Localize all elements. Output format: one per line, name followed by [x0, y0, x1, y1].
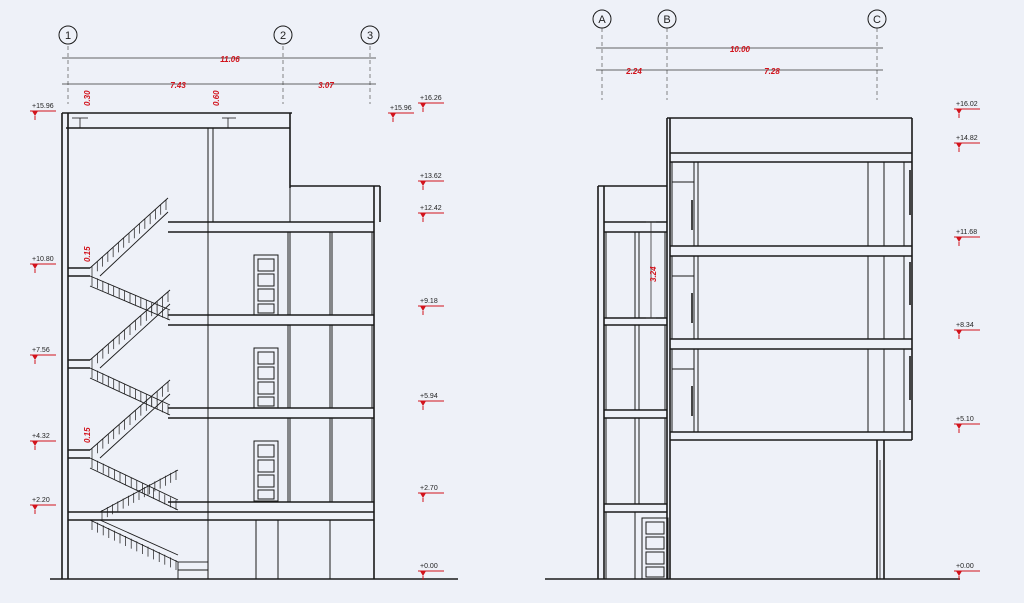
level-marker: +5.94: [418, 393, 444, 410]
level-triangle: [420, 213, 426, 218]
level-triangle: [420, 306, 426, 311]
right-section: [545, 28, 960, 580]
level-triangle: [420, 103, 426, 108]
level-markers: +15.96 +10.80 +7.56 +4.32 +2.20 +15.96 +16.26 +…: [30, 95, 980, 580]
dim-floor-height: 3.24: [649, 266, 658, 282]
level-triangle: [32, 355, 38, 360]
level-label: +2.20: [32, 497, 50, 504]
level-marker: +5.10: [954, 416, 980, 433]
level-label: +16.02: [956, 101, 978, 108]
level-marker: +15.96: [388, 105, 414, 122]
level-marker: +7.56: [30, 347, 56, 364]
right-grid-lines: [601, 28, 878, 100]
level-marker: +2.20: [30, 497, 56, 514]
dim-total: 10.00: [730, 45, 751, 54]
dim-total: 11.06: [220, 55, 240, 64]
right-floor-slabs: [604, 152, 912, 513]
left-floor-slabs: [68, 221, 374, 521]
level-label: +4.32: [32, 433, 50, 440]
level-triangle: [420, 401, 426, 406]
dim-span-23: 3.07: [318, 81, 334, 90]
level-marker: +0.00: [954, 563, 980, 580]
level-marker: +15.96: [30, 103, 56, 120]
level-label: +2.70: [420, 485, 438, 492]
right-dimension-lines: [596, 47, 883, 71]
level-triangle: [956, 143, 962, 148]
right-wall-panels: [605, 161, 905, 580]
level-marker: +0.00: [418, 563, 444, 580]
level-label: +14.82: [956, 135, 978, 142]
right-building-outline: [597, 117, 913, 579]
level-label: +15.96: [32, 103, 54, 110]
level-label: +0.00: [420, 563, 438, 570]
left-doors: [253, 254, 279, 502]
dim-span-12: 7.43: [170, 81, 186, 90]
left-dimension-labels: 11.06 7.43 3.07 0.30 0.60 0.15 0.15: [83, 55, 334, 443]
level-triangle: [32, 264, 38, 269]
axis-label: A: [598, 14, 606, 26]
level-label: +12.42: [420, 205, 442, 212]
level-marker: +2.70: [418, 485, 444, 502]
level-label: +7.56: [32, 347, 50, 354]
level-label: +11.68: [956, 229, 977, 236]
level-marker: +16.02: [954, 101, 980, 118]
left-wall-panels: [207, 127, 373, 579]
level-triangle: [956, 109, 962, 114]
dim-parapet-b: 0.60: [212, 90, 221, 106]
level-label: +5.94: [420, 393, 438, 400]
left-dimension-lines: [62, 57, 376, 85]
level-label: +5.10: [956, 416, 974, 423]
level-label: +16.26: [420, 95, 442, 102]
level-triangle: [32, 505, 38, 510]
dim-slab-a: 0.15: [83, 246, 92, 262]
level-label: +9.18: [420, 298, 438, 305]
right-floor-height-dim: [646, 221, 656, 319]
level-marker: +13.62: [418, 173, 444, 190]
dim-parapet-a: 0.30: [83, 90, 92, 106]
level-triangle: [956, 330, 962, 335]
level-triangle: [956, 424, 962, 429]
dim-slab-b: 0.15: [83, 427, 92, 443]
axis-label: 1: [65, 30, 71, 42]
axis-label: 2: [280, 30, 286, 42]
level-triangle: [420, 571, 426, 576]
left-grid-lines: [67, 46, 371, 104]
axis-label: C: [873, 14, 881, 26]
axis-label: B: [663, 14, 670, 26]
level-marker: +8.34: [954, 322, 980, 339]
level-label: +0.00: [956, 563, 974, 570]
level-marker: +14.82: [954, 135, 980, 152]
left-axis-bubbles: 1 2 3: [58, 25, 380, 45]
level-marker: +12.42: [418, 205, 444, 222]
axis-label: 3: [367, 30, 373, 42]
left-parapet-marks: [72, 117, 236, 128]
level-label: +8.34: [956, 322, 974, 329]
right-axis-bubbles: A B C: [592, 9, 887, 29]
left-section: [50, 46, 458, 580]
level-triangle: [420, 181, 426, 186]
level-marker: +9.18: [418, 298, 444, 315]
level-marker: +4.32: [30, 433, 56, 450]
level-marker: +11.68: [954, 229, 980, 246]
level-triangle: [32, 441, 38, 446]
level-marker: +10.80: [30, 256, 56, 273]
level-label: +13.62: [420, 173, 442, 180]
level-label: +10.80: [32, 256, 54, 263]
level-marker: +16.26: [418, 95, 444, 112]
level-label: +15.96: [390, 105, 412, 112]
level-triangle: [420, 493, 426, 498]
stair-treads: [91, 200, 177, 570]
left-staircase: [89, 197, 209, 580]
dim-span-ab: 2.24: [625, 67, 642, 76]
dim-span-bc: 7.28: [764, 67, 780, 76]
right-window-jambs: [691, 170, 911, 416]
right-door: [641, 517, 669, 580]
level-triangle: [956, 571, 962, 576]
level-triangle: [956, 237, 962, 242]
level-triangle: [390, 113, 396, 118]
right-dimension-labels: 10.00 2.24 7.28 3.24: [625, 45, 780, 282]
level-triangle: [32, 111, 38, 116]
